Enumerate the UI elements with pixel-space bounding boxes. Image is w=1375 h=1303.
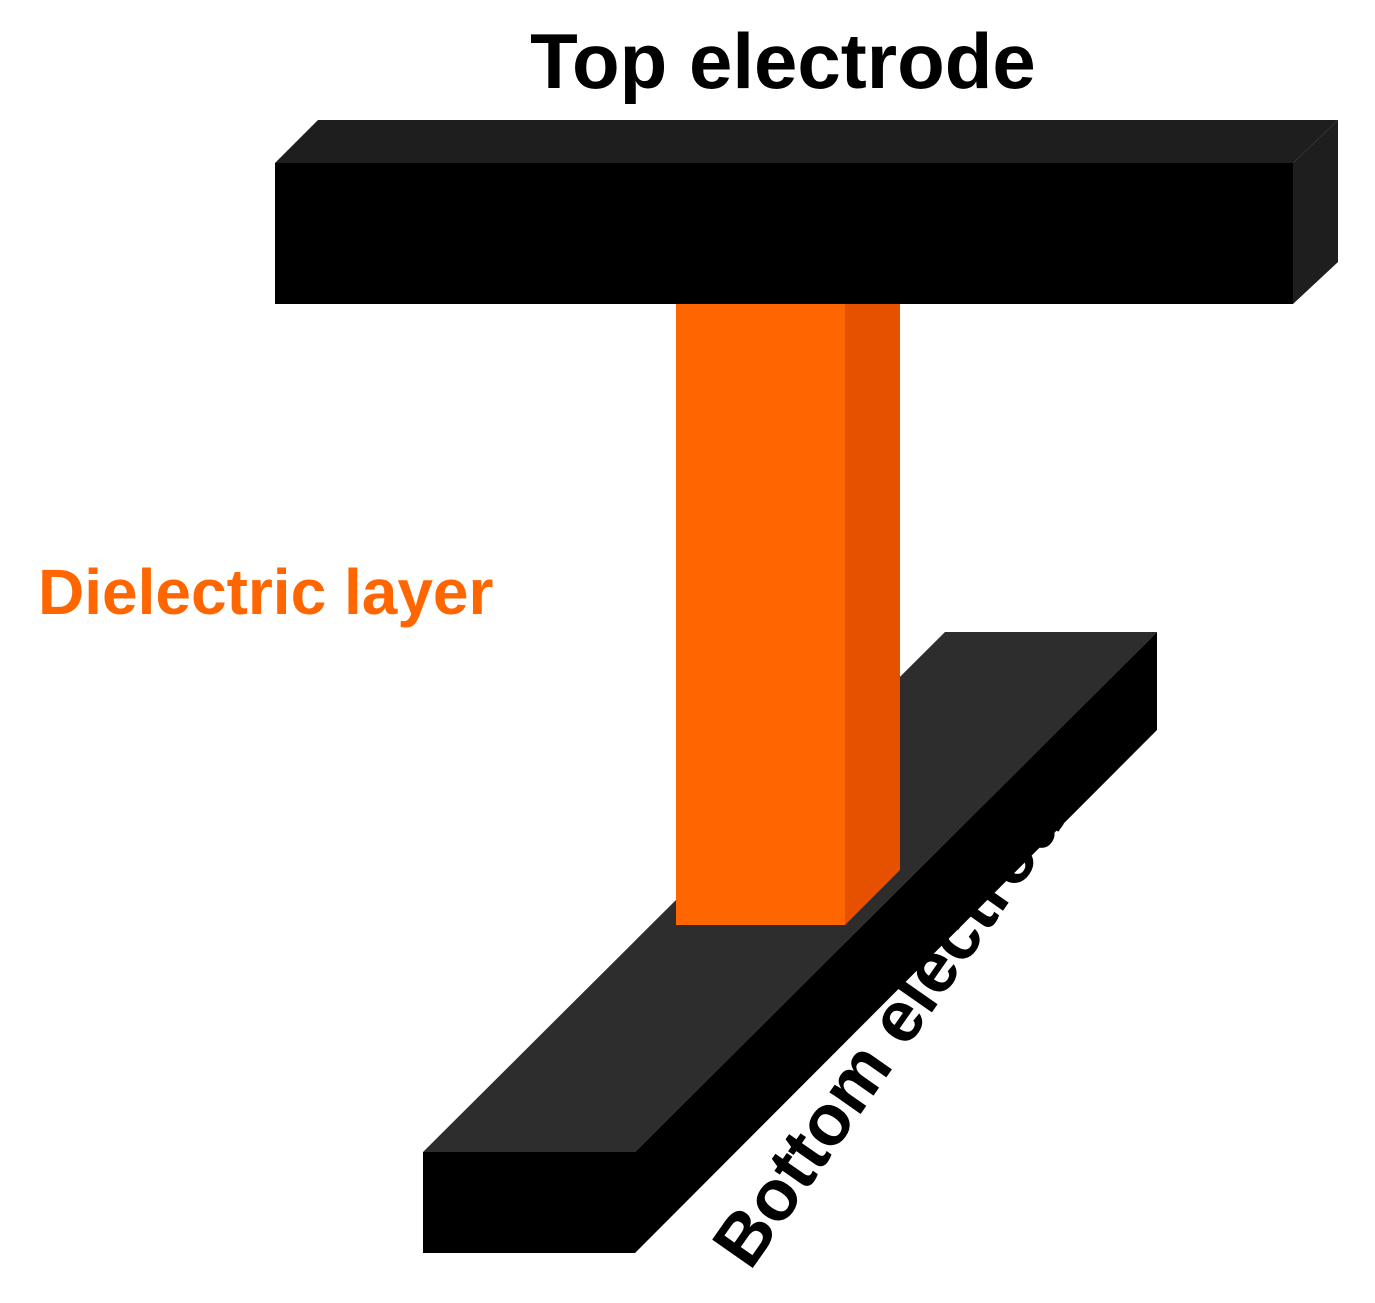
top-electrode-side-face <box>1293 120 1338 304</box>
dielectric-front-face <box>676 304 845 925</box>
bottom-electrode-side-face <box>635 632 1157 1253</box>
top-electrode-top-face <box>275 120 1338 163</box>
top-electrode <box>275 120 1338 304</box>
top-electrode-front-face <box>275 163 1293 304</box>
dielectric-layer-label: Dielectric layer <box>38 556 493 628</box>
bottom-electrode-front-face <box>423 1152 635 1253</box>
top-electrode-label: Top electrode <box>530 17 1036 105</box>
dielectric-pillar <box>676 304 900 925</box>
dielectric-side-face <box>845 304 900 925</box>
